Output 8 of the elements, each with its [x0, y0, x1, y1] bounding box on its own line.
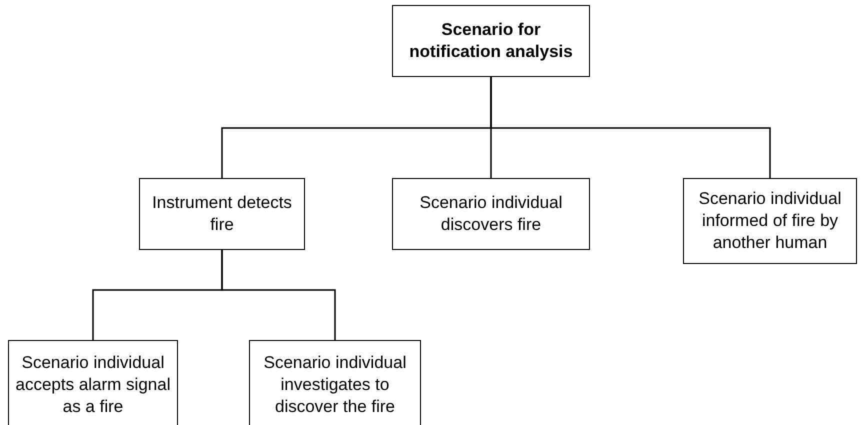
connector-line	[221, 250, 336, 340]
hierarchy-box: Instrument detects fire	[139, 178, 305, 250]
connector-line	[490, 77, 771, 178]
hierarchy-box: Scenario individual informed of fire by another human	[683, 178, 857, 264]
hierarchy-box: Scenario individual investigates to discover the fire	[249, 340, 421, 425]
hierarchy-box: Scenario individual discovers fire	[392, 178, 590, 250]
hierarchy-box: Scenario individual accepts alarm signal as a fire	[8, 340, 178, 425]
hierarchy-box: Scenario for notification analysis	[392, 5, 590, 77]
